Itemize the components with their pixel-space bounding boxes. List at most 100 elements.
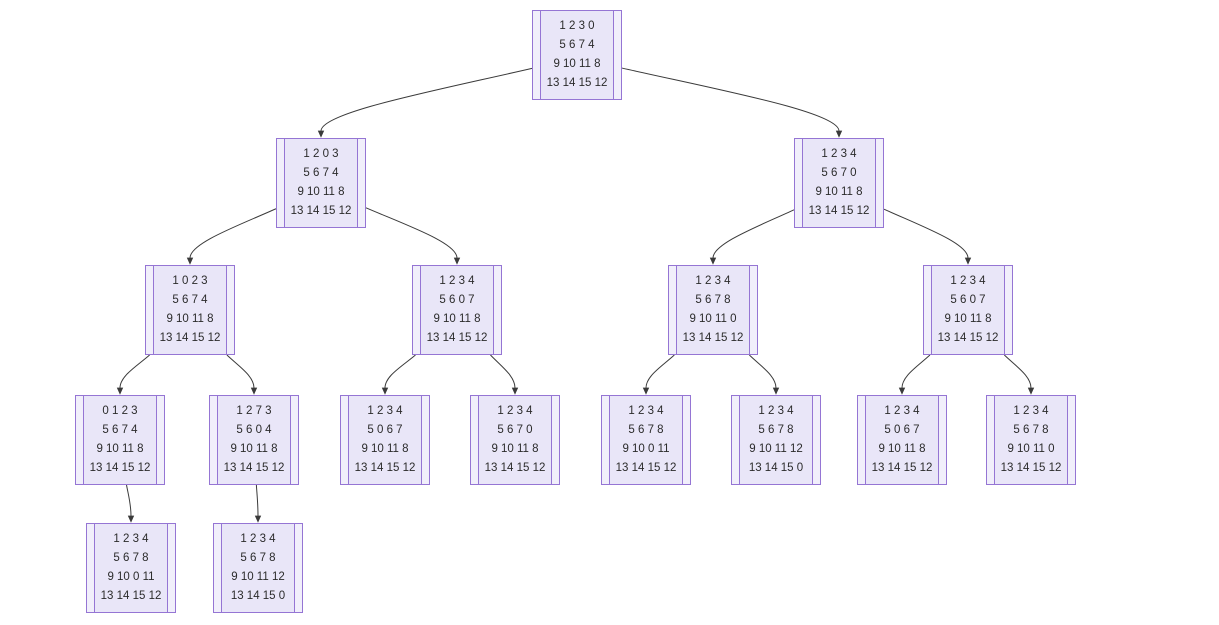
puzzle-node-n0: 1 2 3 0 5 6 7 4 9 10 11 8 13 14 15 12 (532, 10, 622, 100)
node-row: 5 6 7 4 (102, 424, 138, 436)
node-row: 1 2 3 4 (950, 275, 986, 287)
node-row: 1 2 3 4 (628, 405, 664, 417)
node-row: 9 10 11 8 (297, 186, 345, 198)
node-left-strip (146, 266, 154, 354)
node-left-strip (413, 266, 421, 354)
node-right-strip (493, 266, 501, 354)
node-row: 5 6 0 7 (439, 294, 475, 306)
edge-n5-n12 (748, 354, 780, 395)
node-right-strip (938, 396, 946, 484)
node-row: 13 14 15 12 (682, 332, 744, 344)
node-row: 13 14 15 12 (615, 462, 677, 474)
node-left-strip (471, 396, 479, 484)
edge-n4-n9 (381, 354, 416, 395)
edge-n4-n10 (490, 354, 519, 395)
node-left-strip (602, 396, 610, 484)
node-right-strip (812, 396, 820, 484)
node-right-strip (682, 396, 690, 484)
node-row: 1 2 3 4 (367, 405, 403, 417)
node-row: 5 6 7 4 (172, 294, 208, 306)
node-row: 5 6 7 0 (497, 424, 533, 436)
node-row: 9 10 11 8 (491, 443, 539, 455)
node-row: 13 14 15 12 (354, 462, 416, 474)
node-left-strip (533, 11, 541, 99)
edge-n1-n4 (365, 207, 461, 265)
node-row: 5 6 7 8 (695, 294, 731, 306)
node-row: 1 2 3 4 (758, 405, 794, 417)
node-rows: 1 2 3 4 5 6 7 0 9 10 11 8 13 14 15 12 (479, 396, 551, 484)
node-row: 5 6 7 4 (559, 39, 595, 51)
node-row: 13 14 15 12 (484, 462, 546, 474)
node-row: 9 10 11 12 (231, 571, 285, 583)
node-row: 5 6 7 8 (1013, 424, 1049, 436)
node-row: 5 6 0 4 (236, 424, 272, 436)
node-left-strip (76, 396, 84, 484)
node-left-strip (669, 266, 677, 354)
node-row: 9 10 11 0 (1007, 443, 1055, 455)
node-row: 5 6 7 0 (821, 167, 857, 179)
node-left-strip (87, 524, 95, 612)
edge-n3-n7 (116, 354, 150, 395)
node-row: 9 10 11 8 (878, 443, 926, 455)
node-row: 0 1 2 3 (102, 405, 138, 417)
node-left-strip (987, 396, 995, 484)
puzzle-node-n10: 1 2 3 4 5 6 7 0 9 10 11 8 13 14 15 12 (470, 395, 560, 485)
node-right-strip (294, 524, 302, 612)
edge-n5-n11 (642, 354, 675, 395)
node-left-strip (858, 396, 866, 484)
node-right-strip (613, 11, 621, 99)
node-row: 1 2 3 4 (113, 533, 149, 545)
node-row: 13 14 15 12 (1000, 462, 1062, 474)
node-row: 13 14 15 0 (230, 590, 286, 602)
edge-n1-n3 (186, 208, 277, 265)
node-left-strip (924, 266, 932, 354)
node-row: 13 14 15 12 (808, 205, 870, 217)
node-row: 13 14 15 12 (546, 77, 608, 89)
edge-n2-n6 (883, 208, 972, 265)
node-row: 5 6 7 8 (758, 424, 794, 436)
node-row: 9 10 0 11 (622, 443, 670, 455)
node-right-strip (290, 396, 298, 484)
node-row: 1 2 3 4 (884, 405, 920, 417)
edge-n2-n5 (709, 209, 795, 265)
node-row: 1 2 3 4 (439, 275, 475, 287)
node-left-strip (210, 396, 218, 484)
node-left-strip (341, 396, 349, 484)
edge-n0-n1 (317, 67, 533, 138)
node-row: 9 10 11 8 (553, 58, 601, 70)
node-row: 1 2 3 0 (559, 20, 595, 32)
node-row: 1 2 3 4 (240, 533, 276, 545)
node-left-strip (277, 139, 285, 227)
node-right-strip (551, 396, 559, 484)
node-row: 1 2 3 4 (695, 275, 731, 287)
node-row: 5 6 0 7 (950, 294, 986, 306)
node-row: 1 2 3 4 (497, 405, 533, 417)
node-row: 1 2 0 3 (303, 148, 339, 160)
node-right-strip (357, 139, 365, 227)
node-row: 5 6 7 4 (303, 167, 339, 179)
edge-n6-n14 (1004, 354, 1035, 395)
edge-n7-n15 (126, 484, 135, 523)
edge-n3-n8 (226, 354, 258, 395)
node-row: 1 2 7 3 (236, 405, 272, 417)
edge-n8-n16 (254, 484, 262, 523)
node-row: 13 14 15 12 (871, 462, 933, 474)
node-row: 9 10 11 8 (433, 313, 481, 325)
node-right-strip (875, 139, 883, 227)
node-row: 9 10 11 0 (689, 313, 737, 325)
node-row: 13 14 15 12 (100, 590, 162, 602)
